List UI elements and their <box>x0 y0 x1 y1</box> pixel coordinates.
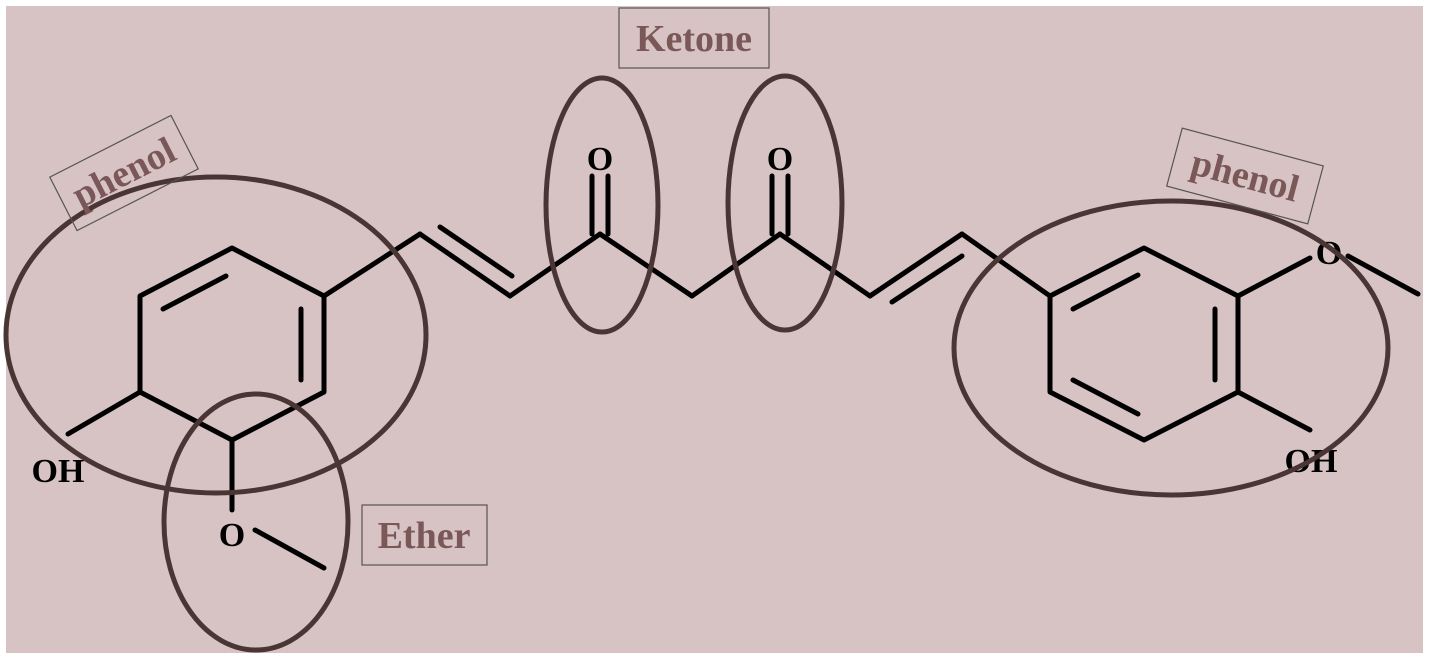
left-ether-ellipse <box>161 391 351 653</box>
diagram-background <box>6 6 1423 653</box>
left-hydroxyl-label: OH <box>32 453 85 490</box>
ketone-label: Ketone <box>618 7 770 69</box>
right-carbonyl-bond <box>769 173 791 237</box>
ketone-label-text: Ketone <box>636 18 752 60</box>
central-chain <box>321 224 965 305</box>
right-phenol-ellipse <box>951 198 1391 498</box>
left-ether-oxygen: O <box>219 517 245 554</box>
left-ketone-oxygen: O <box>587 141 613 178</box>
left-ketone-ellipse <box>543 75 661 335</box>
right-ketone-oxygen: O <box>767 141 793 178</box>
right-ketone-ellipse <box>725 73 845 333</box>
ether-label: Ether <box>361 504 488 566</box>
left-phenol-ellipse <box>3 174 429 496</box>
left-substituent-bonds <box>65 389 327 571</box>
right-substituent-bonds <box>1235 253 1421 433</box>
left-carbonyl-bond <box>589 173 611 237</box>
ether-label-text: Ether <box>378 515 471 557</box>
highlight-ellipses <box>3 73 1391 653</box>
